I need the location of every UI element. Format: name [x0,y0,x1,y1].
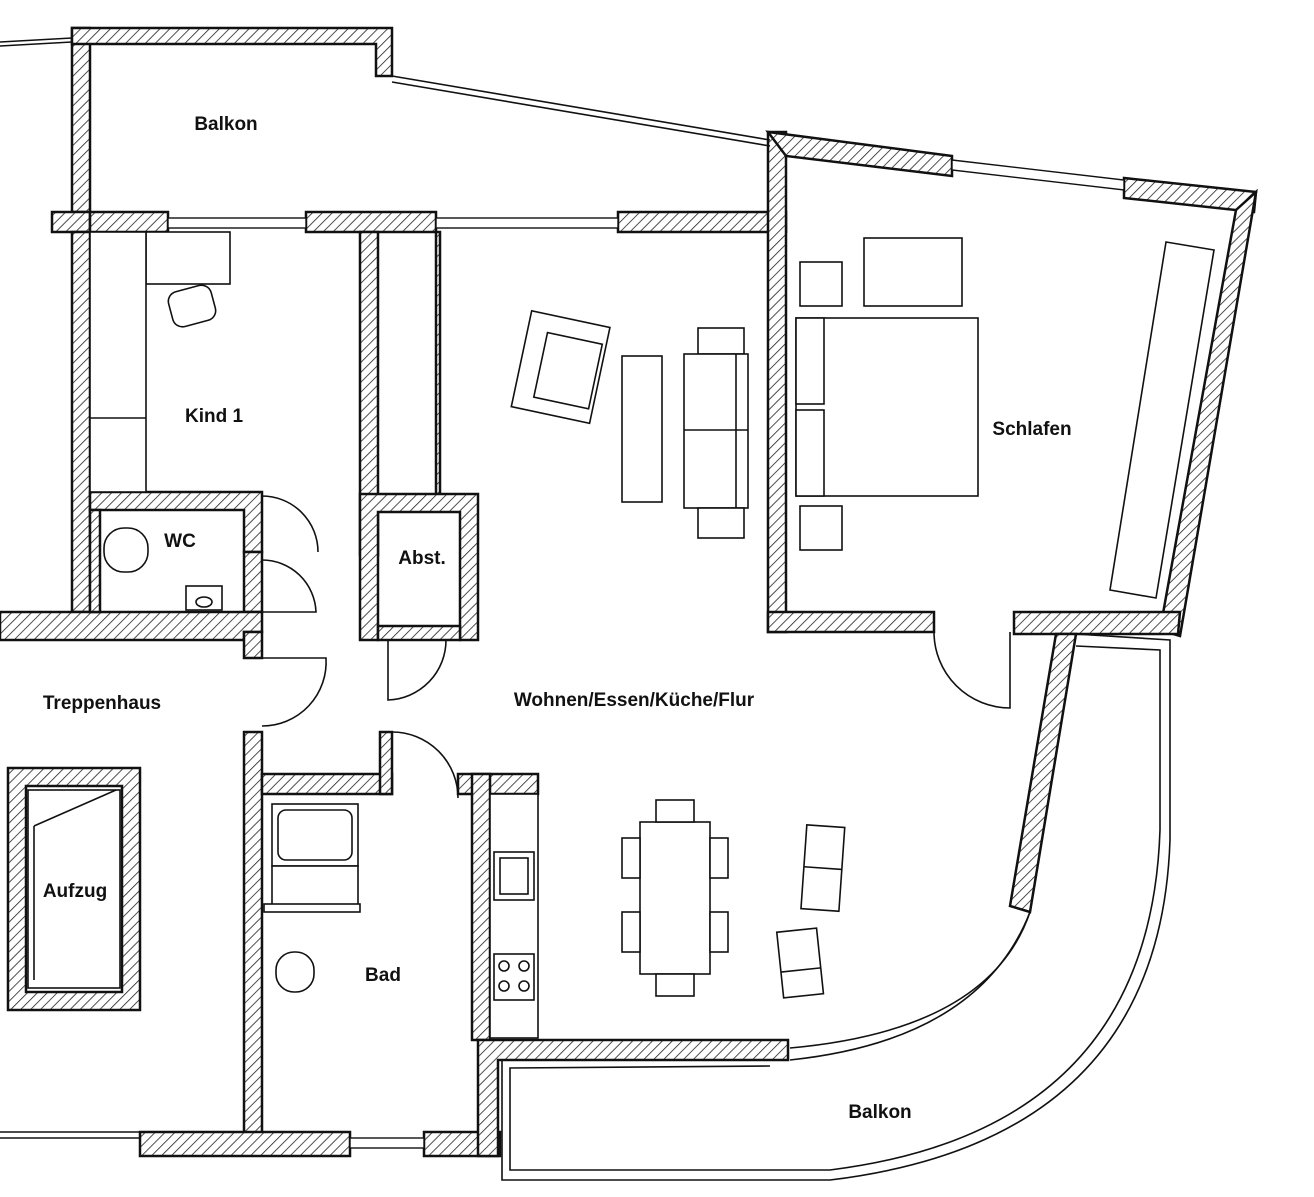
desk [145,231,231,285]
windows [167,159,1125,1149]
wall-bottom-1 [138,1130,352,1158]
sink-wc [185,585,223,611]
kitchen-counter [489,793,539,1039]
window-kind [167,217,307,229]
door-kind [261,495,319,553]
wall-wc-right [242,550,264,614]
toilet-bad [275,951,315,993]
wall-thin-abst [434,230,442,496]
wardrobe-schlafen [1109,241,1215,599]
wall-bad-right [476,1038,790,1158]
wall-treppenhaus-top [0,610,264,642]
door-entry [261,657,327,727]
room-labels: Balkon Kind 1 WC Abst. Schlafen Treppenh… [43,114,1072,1123]
doors [261,495,1011,799]
wall-top-2 [304,210,438,234]
desk-chair [167,284,217,328]
armchair [510,309,611,425]
door-wc [261,559,317,613]
window-wohnen [435,217,619,229]
bed [795,317,979,497]
elevator-car [27,789,121,989]
dining-set [621,799,729,997]
label-wc: WC [164,531,196,552]
window-schlafen [951,159,1125,191]
wall-stub-door [242,630,264,660]
door-bad [391,731,459,799]
door-abst [387,639,447,701]
wall-schlafen-top-1 [765,130,954,178]
label-balkon-top: Balkon [194,114,257,135]
wardrobe [89,231,147,493]
wall-left-outer [70,230,92,614]
label-bad: Bad [365,965,401,986]
toilet-wc [103,527,149,573]
shelf-bad [263,903,361,913]
wall-bad-door-jamb [378,730,394,796]
nightstand-2 [799,505,843,551]
wall-balcony-left [70,26,92,214]
wall-bad-left [242,730,264,1140]
wall-top-1 [88,210,170,234]
label-kind: Kind 1 [185,406,243,427]
coffee-table [621,355,663,503]
wall-schlafen-left [766,130,788,634]
nightstand-1 [799,261,843,307]
label-wohnen: Wohnen/Essen/Küche/Flur [514,690,755,711]
wall-abst-bottom [376,624,462,642]
wall-stub-topleft [50,210,92,234]
wall-schlafen-right [1158,188,1258,638]
sofa [683,327,749,539]
wall-wc-left [88,508,102,614]
label-abst: Abst. [398,548,446,569]
wall-top-3 [616,210,788,234]
wall-abst [358,492,480,642]
wall-bad-top-1 [260,772,394,796]
label-aufzug: Aufzug [43,881,107,902]
wall-balcony-top [70,26,394,78]
label-schlafen: Schlafen [992,419,1071,440]
wall-wohnen-right [1008,632,1078,914]
bathtub [271,803,359,909]
easy-chair [775,927,825,999]
wall-bad-top-2 [456,772,540,796]
furniture [27,231,1215,1039]
walls [0,26,1258,1158]
label-treppenhaus: Treppenhaus [43,693,161,714]
window-bad [349,1137,425,1149]
wall-schlafen-bottom-2 [1012,610,1182,636]
wall-aufzug [6,766,142,1012]
label-balkon-bottom: Balkon [848,1102,911,1123]
door-schlafen [933,631,1011,709]
lounge-chair [800,823,846,913]
wall-schlafen-bottom-1 [766,610,936,634]
wall-schlafen-top-2 [1122,176,1258,214]
dresser [863,237,963,307]
outlines [0,37,1171,1181]
wall-kitchen-left [470,772,492,1042]
